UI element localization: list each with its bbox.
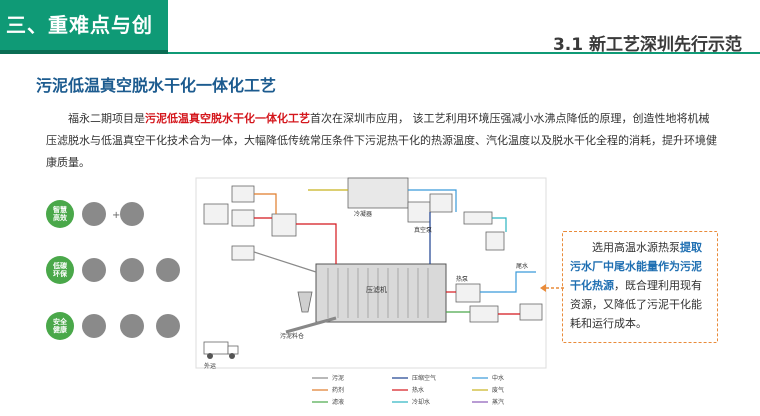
label-condenser: 冷凝器 — [354, 210, 372, 218]
label-transport: 外运 — [204, 362, 216, 370]
legend-item-0: 污泥 — [332, 374, 344, 382]
legend-item-6: 滤液 — [332, 398, 344, 406]
legend-item-4: 热水 — [412, 386, 424, 394]
callout-text-pre: 选用高温水源热泵 — [592, 241, 680, 254]
section-title: 三、重难点与创新 — [6, 13, 153, 87]
process-diagram: + — [36, 172, 556, 412]
legend-item-8: 蒸汽 — [492, 398, 504, 406]
legend-item-5: 废气 — [492, 386, 504, 394]
truck-icon — [203, 341, 229, 355]
svg-text:+: + — [112, 210, 120, 221]
section-tab-shadow — [0, 50, 168, 54]
intro-text-pre: 福永二期项目是 — [68, 112, 145, 125]
intro-text-post: 首次在深圳市应用， 该工艺利用环境压强减小水沸点降低的原理，创造性地将机械压滤脱… — [46, 112, 717, 169]
label-tail-water: 尾水 — [516, 262, 528, 270]
benefit-label-safe: 安全 健康 — [53, 318, 67, 334]
legend-item-2: 中水 — [492, 374, 504, 382]
slide-subtitle: 污泥低温真空脱水干化一体化工艺 — [36, 76, 277, 95]
label-pressure-filter: 压滤机 — [366, 285, 387, 294]
benefit-lowcarbon — [46, 256, 180, 284]
callout-text-post: ，既合理利用现有资源，又降低了污泥干化能耗和运行成本。 — [570, 279, 702, 330]
pressure-filter-shape — [315, 263, 447, 323]
callout-box: 选用高温水源热泵提取污水厂中尾水能量作为污泥干化热源，既合理利用现有资源，又降低… — [562, 231, 718, 343]
legend: 污泥 压缩空气 中水 药剂 热水 废气 滤液 冷却水 蒸汽 — [312, 374, 504, 406]
process-diagram-svg: + — [46, 177, 547, 406]
header-bar: 三、重难点与创新 3.1 新工艺深圳先行示范 — [0, 0, 760, 87]
page-title: 3.1 新工艺深圳先行示范 — [552, 35, 742, 55]
intro-paragraph: 福永二期项目是污泥低温真空脱水干化一体化工艺首次在深圳市应用， 该工艺利用环境压… — [46, 108, 718, 174]
legend-item-3: 药剂 — [332, 386, 344, 394]
section-tab: 三、重难点与创新 — [0, 0, 168, 87]
legend-item-1: 压缩空气 — [412, 374, 436, 382]
benefit-smart: + — [46, 200, 144, 228]
benefit-safe — [46, 312, 180, 340]
callout-highlight: 提取污水厂中尾水能量作为污泥干化热源 — [570, 241, 702, 292]
label-vacuum-pump: 真空泵 — [414, 226, 432, 234]
legend-item-7: 冷却水 — [412, 398, 430, 406]
header-divider — [168, 52, 760, 54]
callout-arrow-icon — [540, 284, 564, 292]
label-heat-pump: 热泵 — [456, 275, 468, 283]
benefit-label-lowcarbon: 低碳 环保 — [53, 262, 67, 278]
benefit-icons: + — [46, 200, 180, 340]
label-sludge-storage: 污泥料仓 — [280, 332, 304, 340]
intro-highlight: 污泥低温真空脱水干化一体化工艺 — [145, 112, 310, 125]
benefit-label-smart: 智慧 高效 — [53, 206, 67, 222]
